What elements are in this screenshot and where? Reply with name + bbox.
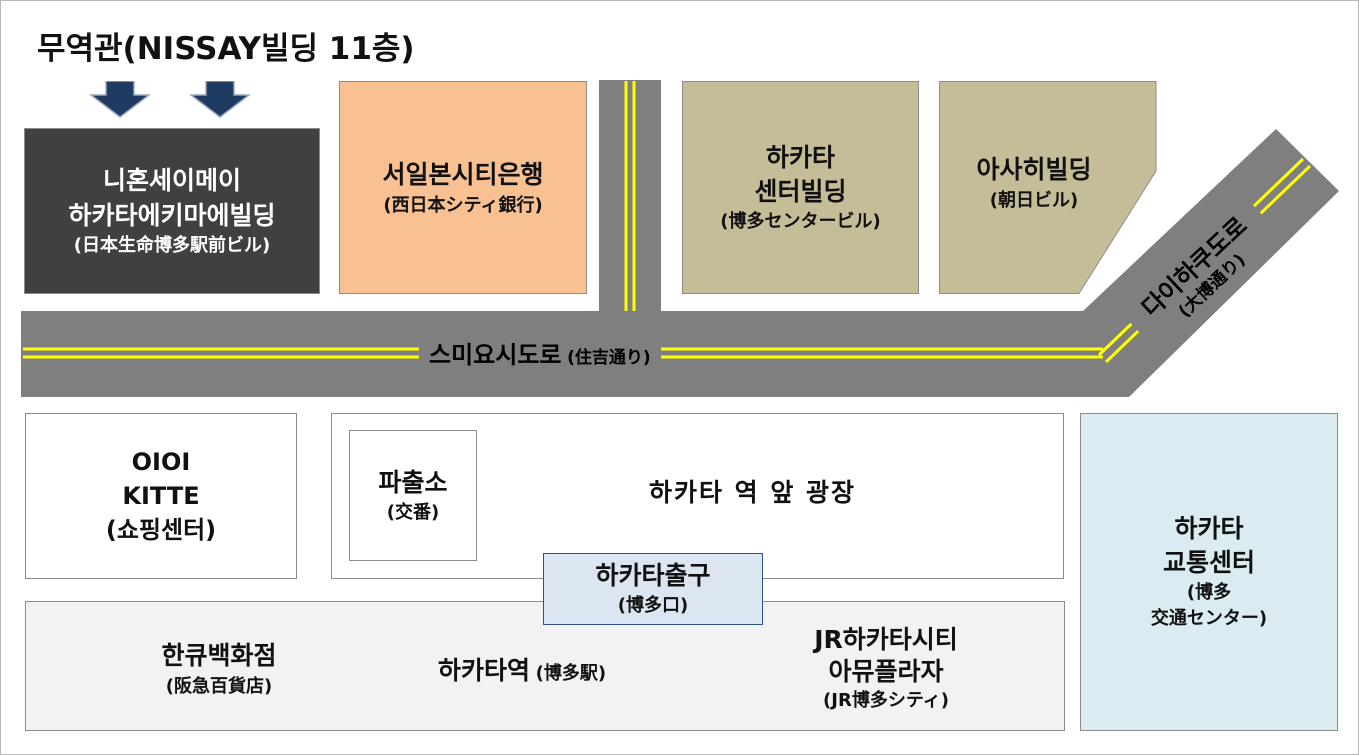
- hankyu-dept-store: 한큐백화점 (阪急百貨店): [79, 631, 359, 707]
- building-name: JR하카타시티: [814, 625, 958, 654]
- road-name-jp: (住吉通り): [567, 348, 651, 368]
- hakata-bus-terminal: 하카타 교통센터 (博多 交通センター): [1080, 413, 1338, 731]
- hakata-exit: 하카타출구 (博多口): [543, 553, 763, 625]
- koban-name-jp: (交番): [386, 501, 440, 523]
- building-name-line2: 아뮤플라자: [828, 657, 944, 686]
- arrow-down-icon: [189, 81, 251, 118]
- arrow-down-icon: [89, 81, 151, 118]
- plaza-name: 하카타 역 앞 광장: [648, 478, 857, 507]
- station-name-jp: (博多駅): [535, 663, 607, 684]
- building-name-line2: 센터빌딩: [754, 176, 847, 206]
- building-name: OIOI: [131, 448, 191, 476]
- exit-name-jp: (博多口): [617, 595, 689, 616]
- jr-hakata-city: JR하카타시티 아뮤플라자 (JR博多シティ): [771, 619, 1001, 719]
- building-name-jp: (博多センタービル): [720, 210, 881, 232]
- station-label: 하카타역 (博多駅): [438, 651, 606, 687]
- building-name: 하카타: [765, 142, 835, 172]
- map-title: 무역관(NISSAY빌딩 11층): [37, 31, 415, 67]
- building-name-jp: (日本生命博多駅前ビル): [73, 235, 271, 256]
- building-name-jp: (JR博多シティ): [823, 690, 949, 711]
- exit-name: 하카타출구: [595, 561, 711, 590]
- building-name-jp: (朝日ビル): [989, 190, 1079, 211]
- koban: 파출소 (交番): [349, 430, 477, 561]
- building-name: 서일본시티은행: [382, 159, 544, 189]
- store-name: 한큐백화점: [161, 641, 277, 670]
- road-label-sumiyoshi: 스미요시도로 (住吉通り): [419, 339, 661, 371]
- building-nissay: 니혼세이메이 하카타에키마에빌딩 (日本生命博多駅前ビル): [24, 128, 320, 294]
- road-name: 스미요시도로: [429, 341, 562, 369]
- building-name-line2: 하카타에키마에빌딩: [68, 201, 276, 230]
- building-name-jp-line2: 交通センター): [1150, 608, 1268, 629]
- building-oioi-kitte: OIOI KITTE (쇼핑센터): [25, 413, 297, 579]
- building-name: 니혼세이메이: [102, 166, 241, 195]
- building-name-line2: 교통센터: [1162, 548, 1255, 577]
- store-name-jp: (阪急百貨店): [165, 676, 273, 697]
- building-name: 하카타: [1174, 514, 1244, 543]
- building-bank: 서일본시티은행 (西日本シティ銀行): [339, 81, 587, 294]
- building-asahi: 아사히빌딩 (朝日ビル): [949, 141, 1119, 225]
- building-name-jp: (西日本シティ銀行): [383, 194, 543, 216]
- building-name: 아사히빌딩: [976, 155, 1092, 184]
- building-name-line2: KITTE: [122, 482, 200, 510]
- koban-name: 파출소: [378, 467, 448, 497]
- station-name: 하카타역: [438, 656, 531, 685]
- building-asahi-shape: [939, 81, 1157, 294]
- building-hakata-center: 하카타 센터빌딩 (博多センタービル): [682, 81, 919, 294]
- building-name-line3: (쇼핑센터): [105, 516, 217, 544]
- building-name-jp: (博多: [1186, 582, 1232, 603]
